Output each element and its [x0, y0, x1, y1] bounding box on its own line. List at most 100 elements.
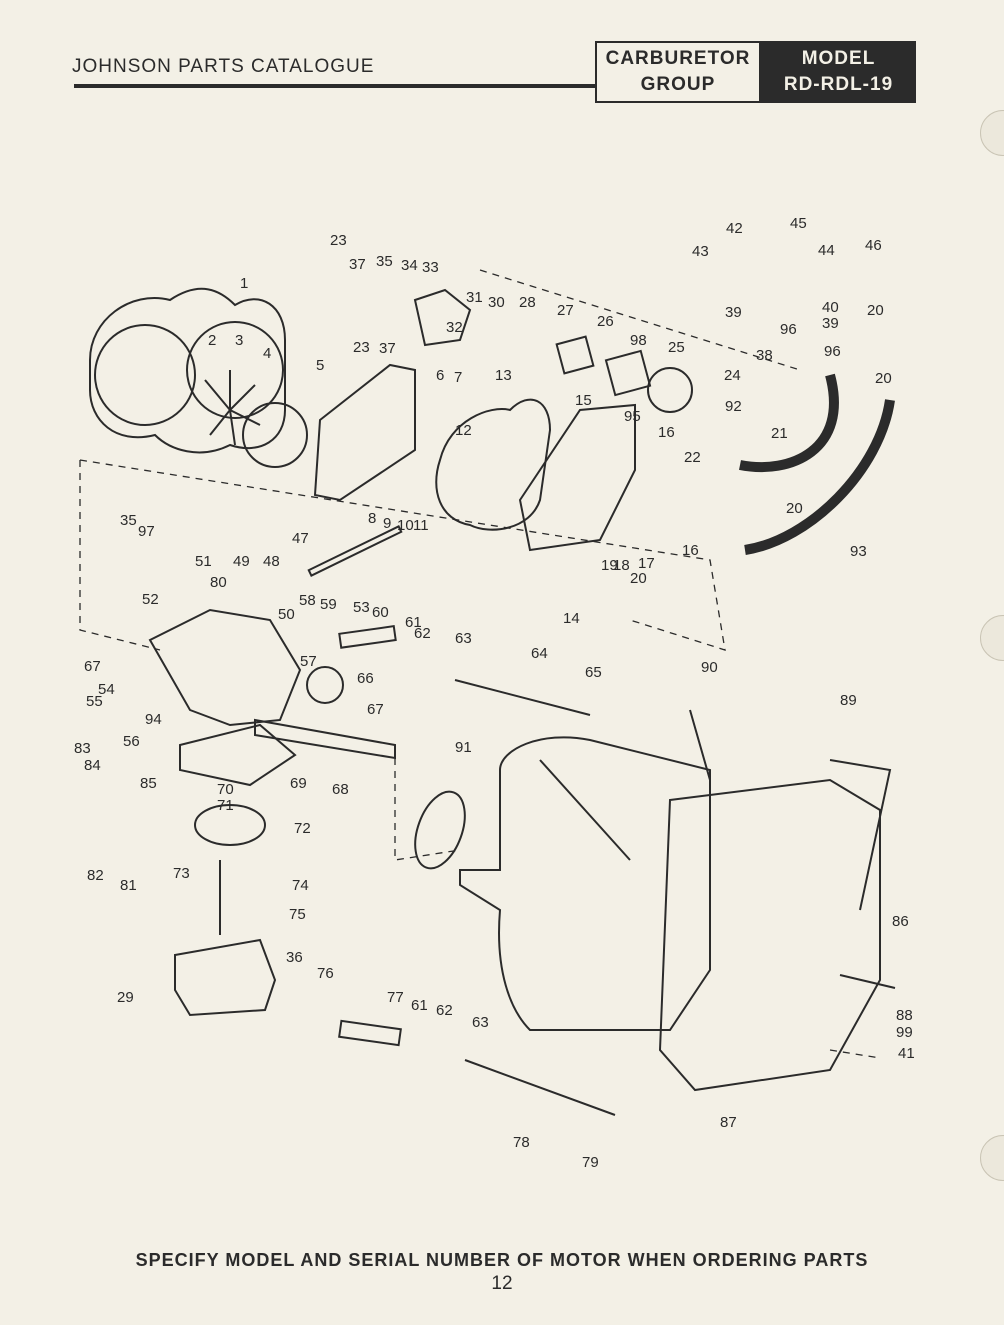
assembly-guide-line — [829, 1049, 881, 1059]
callout-25: 25 — [668, 339, 685, 356]
callout-78: 78 — [513, 1134, 530, 1151]
callout-26: 26 — [597, 313, 614, 330]
part-lever-68 — [254, 718, 396, 760]
callout-94: 94 — [145, 711, 162, 728]
callout-30: 30 — [488, 294, 505, 311]
part-cover-89 — [658, 778, 881, 1092]
assembly-guide-line — [79, 460, 161, 651]
callout-98: 98 — [630, 332, 647, 349]
callout-19: 19 — [601, 557, 618, 574]
callout-50: 50 — [278, 606, 295, 623]
callout-8: 8 — [368, 510, 376, 527]
part-reed-plate-5 — [313, 363, 416, 502]
callout-74: 74 — [292, 877, 309, 894]
callout-27: 27 — [557, 302, 574, 319]
callout-10: 10 — [397, 517, 414, 534]
assembly-guide-line — [394, 745, 461, 861]
part-cover-89-fin — [829, 759, 892, 911]
callout-63: 63 — [455, 630, 472, 647]
callout-69: 69 — [290, 775, 307, 792]
callout-71: 71 — [217, 797, 234, 814]
callout-89: 89 — [840, 692, 857, 709]
callout-51: 51 — [195, 553, 212, 570]
callout-23: 23 — [330, 232, 347, 249]
callout-14: 14 — [563, 610, 580, 627]
part-body-15 — [518, 403, 636, 552]
part-cover-25 — [647, 367, 693, 413]
callout-83: 83 — [74, 740, 91, 757]
callout-22: 22 — [684, 449, 701, 466]
part-hose-21 — [739, 373, 839, 473]
callout-48: 48 — [263, 553, 280, 570]
callout-37: 37 — [379, 340, 396, 357]
page-number: 12 — [491, 1273, 513, 1294]
model-label-box: MODEL RD-RDL-19 — [761, 41, 916, 103]
part-reed-3 — [204, 370, 261, 446]
callout-3: 3 — [235, 332, 243, 349]
callout-88: 88 — [896, 1007, 913, 1024]
callout-95: 95 — [624, 408, 641, 425]
callout-2: 2 — [208, 332, 216, 349]
callout-76: 76 — [317, 965, 334, 982]
callout-52: 52 — [142, 591, 159, 608]
callout-36: 36 — [286, 949, 303, 966]
part-housing-90 — [459, 736, 711, 1031]
callout-41: 41 — [898, 1045, 915, 1062]
callout-55: 55 — [86, 693, 103, 710]
callout-21: 21 — [771, 425, 788, 442]
callout-34: 34 — [401, 257, 418, 274]
callout-62: 62 — [436, 1002, 453, 1019]
callout-46: 46 — [865, 237, 882, 254]
callout-93: 93 — [850, 543, 867, 560]
callout-92: 92 — [725, 398, 742, 415]
callout-59: 59 — [320, 596, 337, 613]
callout-90: 90 — [701, 659, 718, 676]
callout-43: 43 — [692, 243, 709, 260]
callout-60: 60 — [372, 604, 389, 621]
binder-punch-hole — [980, 1135, 1004, 1181]
callout-12: 12 — [455, 422, 472, 439]
part-gasket-1-bore — [94, 324, 196, 426]
callout-96: 96 — [824, 343, 841, 360]
callout-49: 49 — [233, 553, 250, 570]
callout-45: 45 — [790, 215, 807, 232]
part-tube-60 — [338, 625, 397, 649]
callout-44: 44 — [818, 242, 835, 259]
part-gasket-69 — [179, 723, 297, 787]
callout-61: 61 — [405, 614, 422, 631]
callout-35: 35 — [376, 253, 393, 270]
callout-68: 68 — [332, 781, 349, 798]
callout-7: 7 — [454, 369, 462, 386]
callout-53: 53 — [353, 599, 370, 616]
callout-20: 20 — [875, 370, 892, 387]
part-tube-77 — [338, 1019, 402, 1047]
callout-54: 54 — [98, 681, 115, 698]
part-gasket-1-bore — [186, 321, 284, 419]
callout-5: 5 — [316, 357, 324, 374]
callout-9: 9 — [383, 515, 391, 532]
part-float-72 — [194, 804, 266, 846]
assembly-guide-line — [479, 269, 801, 371]
callout-37: 37 — [349, 256, 366, 273]
callout-67: 67 — [84, 658, 101, 675]
callout-72: 72 — [294, 820, 311, 837]
callout-66: 66 — [357, 670, 374, 687]
group-label-line2: GROUP — [640, 74, 716, 95]
callout-35: 35 — [120, 512, 137, 529]
callout-38: 38 — [756, 347, 773, 364]
callout-17: 17 — [638, 555, 655, 572]
callout-1: 1 — [240, 275, 248, 292]
callout-13: 13 — [495, 367, 512, 384]
binder-punch-hole — [980, 615, 1004, 661]
callout-85: 85 — [140, 775, 157, 792]
callout-62: 62 — [414, 625, 431, 642]
callout-28: 28 — [519, 294, 536, 311]
callout-82: 82 — [87, 867, 104, 884]
callout-73: 73 — [173, 865, 190, 882]
part-gasket-91 — [414, 790, 466, 870]
callout-20: 20 — [867, 302, 884, 319]
callout-47: 47 — [292, 530, 309, 547]
callout-65: 65 — [585, 664, 602, 681]
